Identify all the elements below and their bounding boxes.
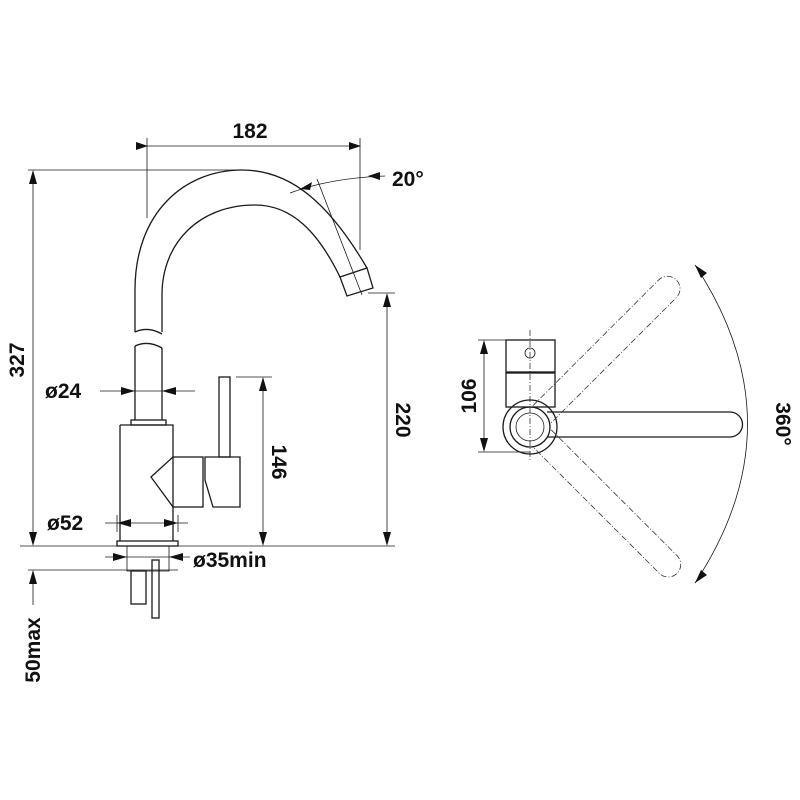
dimension-327: 327 xyxy=(6,169,395,547)
total-height-label: 327 xyxy=(6,342,29,377)
body-depth-label: 106 xyxy=(458,378,481,413)
top-view-faucet xyxy=(502,275,744,578)
stem-diameter-label: ø24 xyxy=(45,380,82,403)
counter-thickness-label: 50max xyxy=(22,617,45,683)
dimension-146: 146 xyxy=(236,376,290,546)
dimension-counter-thickness: 50max xyxy=(22,569,178,683)
dimension-base-diameter: ø52 xyxy=(47,512,188,535)
dimension-spout-angle: 20° xyxy=(289,168,424,296)
spout-angle-label: 20° xyxy=(392,168,424,191)
hole-diameter-label: ø35min xyxy=(193,549,267,572)
base-diameter-label: ø52 xyxy=(47,512,83,535)
dimension-rotation: 360° xyxy=(694,264,794,584)
spout-height-label: 220 xyxy=(391,402,414,437)
side-view-faucet xyxy=(116,169,374,619)
dimension-106: 106 xyxy=(458,339,530,453)
dimension-stem-diameter: ø24 xyxy=(45,380,195,403)
lever-height-label: 146 xyxy=(267,444,290,479)
dimension-hole-diameter: ø35min xyxy=(105,549,267,572)
rotation-label: 360° xyxy=(771,402,794,445)
dimension-182-label: 182 xyxy=(232,120,267,143)
dimension-182: 182 xyxy=(136,120,361,250)
dimension-220: 220 xyxy=(368,292,414,546)
